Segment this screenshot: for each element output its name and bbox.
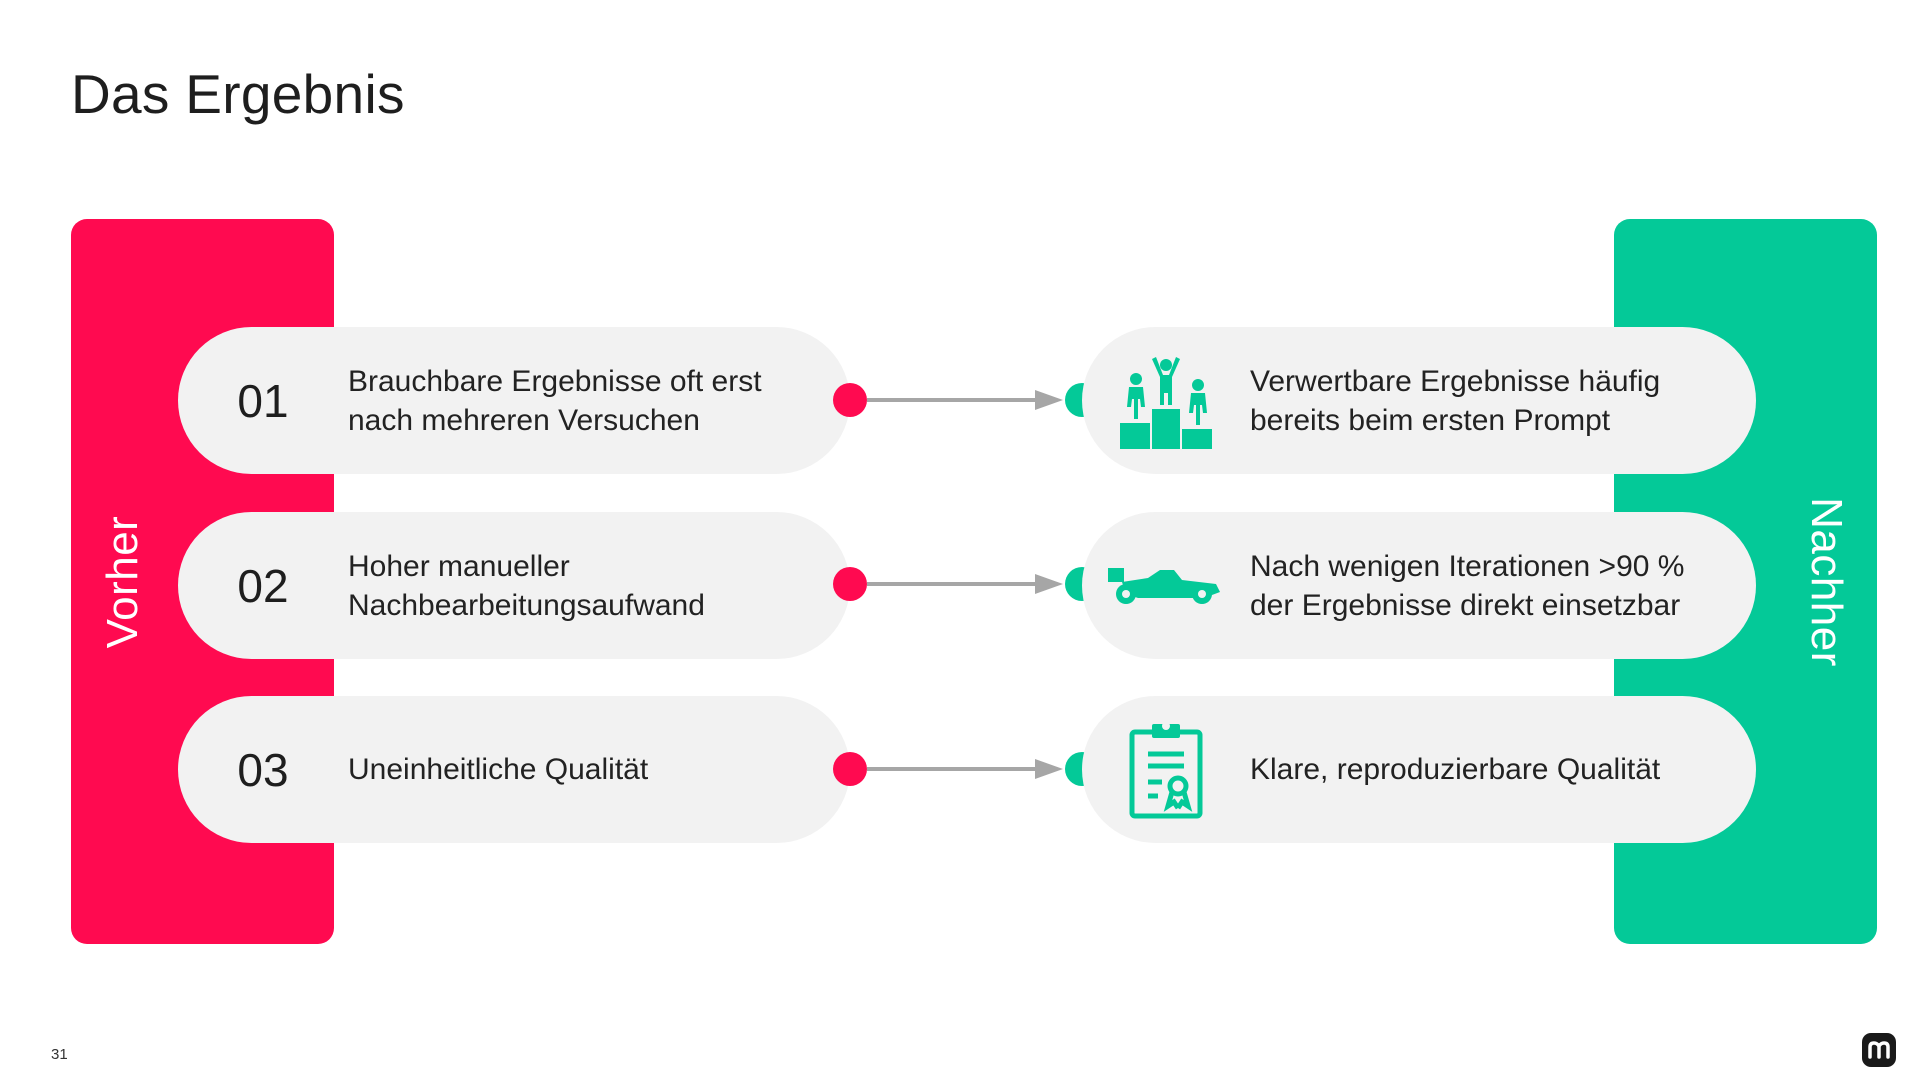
arrow-icon: [867, 759, 1063, 779]
text-line: Klare, reproduzierbare Qualität: [1250, 753, 1661, 786]
before-dot: [833, 567, 867, 601]
text-line: Uneinheitliche Qualität: [348, 753, 649, 786]
text-line: Nach wenigen Iterationen >90 %: [1250, 549, 1685, 583]
text-line: Nachbearbeitungsaufwand: [348, 588, 705, 622]
after-item-text: Klare, reproduzierbare Qualität: [1250, 750, 1750, 789]
before-item-text: Uneinheitliche Qualität: [348, 750, 818, 789]
before-item-text: Brauchbare Ergebnisse oft erst nach mehr…: [348, 362, 818, 440]
before-label: Vorher: [98, 515, 147, 648]
before-item-3: 03 Uneinheitliche Qualität: [178, 696, 850, 843]
after-item-3: Klare, reproduzierbare Qualität: [1082, 696, 1756, 843]
after-label: Nachher: [1802, 496, 1851, 667]
text-line: bereits beim ersten Prompt: [1250, 403, 1611, 437]
item-number: 02: [237, 559, 289, 612]
page-number: 31: [51, 1046, 68, 1063]
item-number: 03: [237, 743, 289, 796]
before-item-1: 01 Brauchbare Ergebnisse oft erst nach m…: [178, 327, 850, 474]
text-line: Hoher manueller: [348, 549, 570, 583]
after-item-1: Verwertbare Ergebnisse häufig bereits be…: [1082, 327, 1756, 474]
m-logo-icon: [1862, 1033, 1896, 1067]
certificate-clipboard-icon: [1082, 720, 1250, 820]
before-item-2: 02 Hoher manueller Nachbearbeitungsaufwa…: [178, 512, 850, 659]
text-line: Brauchbare Ergebnisse oft erst: [348, 364, 762, 398]
arrow-icon: [867, 390, 1063, 410]
race-car-icon: [1082, 566, 1250, 606]
text-line: Verwertbare Ergebnisse häufig: [1250, 364, 1661, 398]
before-dot: [833, 383, 867, 417]
text-line: der Ergebnisse direkt einsetzbar: [1250, 588, 1681, 622]
after-item-2: Nach wenigen Iterationen >90 % der Ergeb…: [1082, 512, 1756, 659]
text-line: nach mehreren Versuchen: [348, 403, 700, 437]
podium-icon: [1082, 353, 1250, 449]
before-item-text: Hoher manueller Nachbearbeitungsaufwand: [348, 547, 818, 625]
before-dot: [833, 752, 867, 786]
page-title: Das Ergebnis: [71, 63, 405, 125]
item-number: 01: [237, 374, 289, 427]
after-item-text: Verwertbare Ergebnisse häufig bereits be…: [1250, 362, 1750, 440]
arrow-icon: [867, 574, 1063, 594]
after-item-text: Nach wenigen Iterationen >90 % der Ergeb…: [1250, 547, 1750, 625]
